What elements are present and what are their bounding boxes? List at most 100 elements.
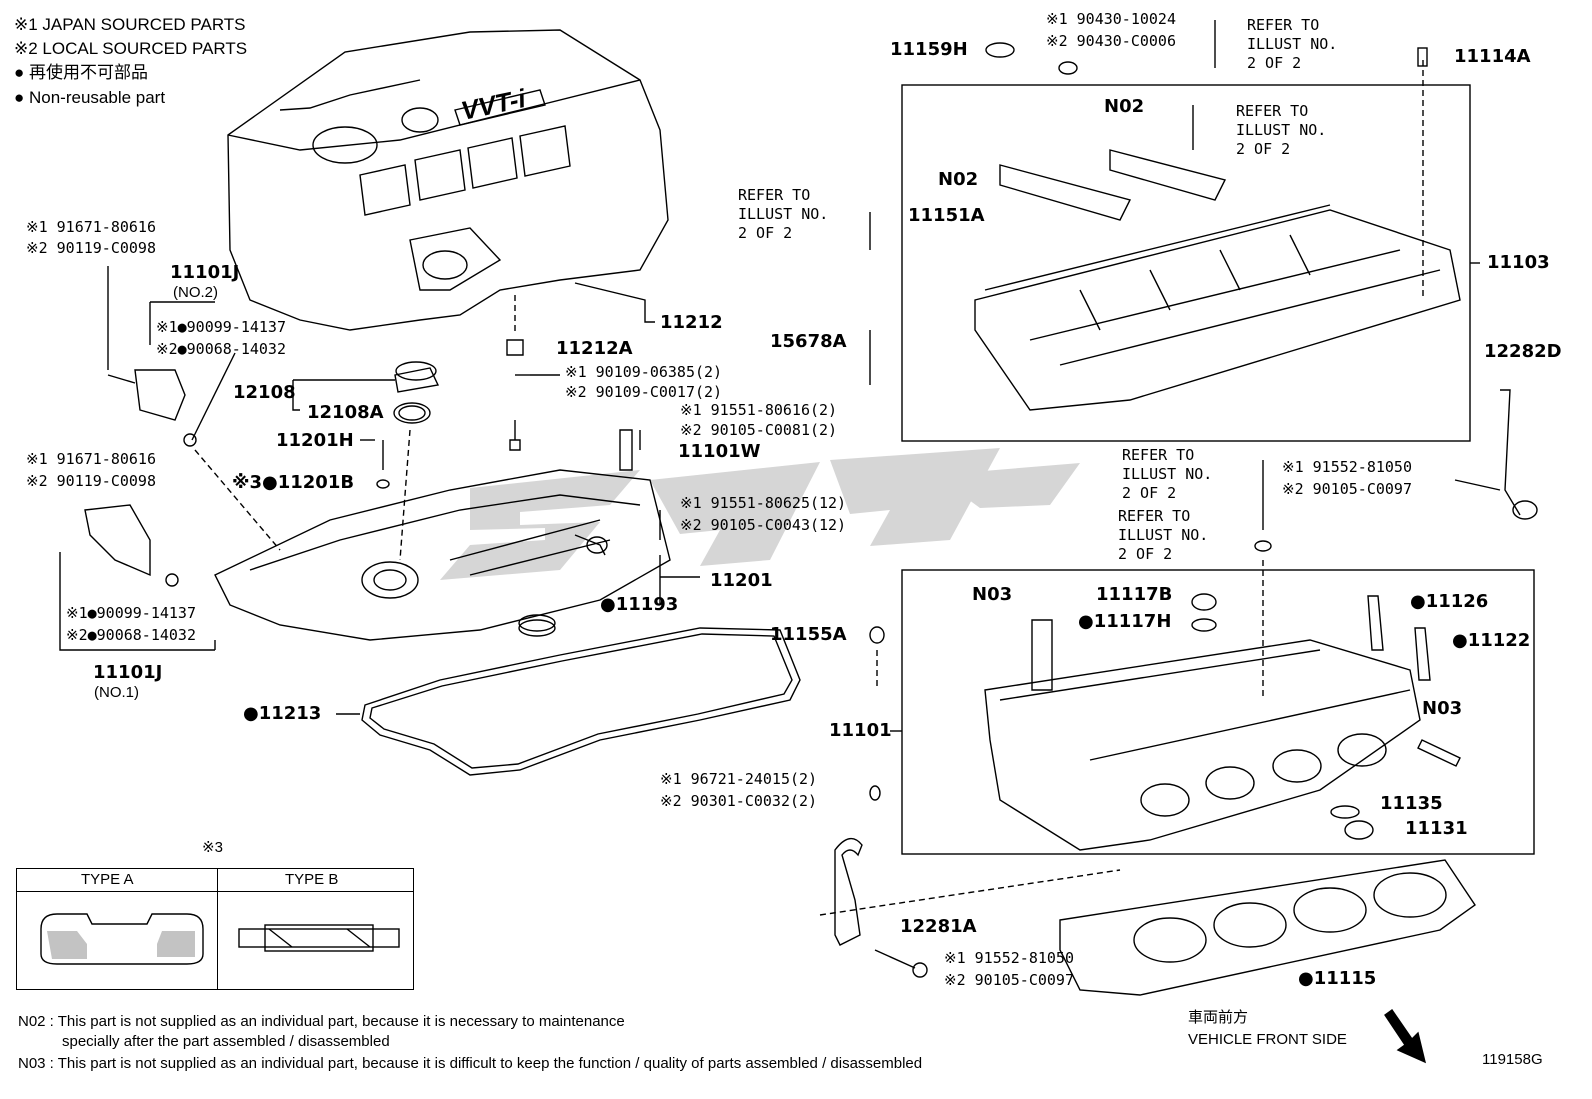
label-N02-a[interactable]: N02: [1104, 96, 1145, 117]
type-ref-mark: ※3: [202, 839, 223, 856]
bracket-12281A: [834, 837, 863, 946]
cylinder-head-11101: [984, 639, 1421, 851]
legend-local: ※2 LOCAL SOURCED PARTS: [14, 39, 248, 58]
cover-vvti-text: VVT-i: [458, 83, 529, 126]
label-11117H[interactable]: ●11117H: [1078, 611, 1172, 632]
label-11103[interactable]: 11103: [1487, 252, 1550, 273]
legend-non-reusable-jp: ● 再使用不可部品: [14, 63, 148, 82]
watermark: [440, 448, 1080, 580]
head-gasket-11115: [1059, 859, 1476, 996]
label-90105-C0097-a[interactable]: ※2 90105-C0097: [1282, 480, 1412, 498]
label-90301-C0032[interactable]: ※2 90301-C0032(2): [660, 792, 818, 810]
label-N03-a[interactable]: N03: [972, 584, 1013, 605]
label-90099-14137-b[interactable]: ※1●90099-14137: [66, 604, 196, 622]
type-box-divider: [217, 869, 218, 989]
front-arrow: [1384, 1009, 1427, 1064]
label-12108[interactable]: 12108: [233, 382, 296, 403]
label-12281A[interactable]: 12281A: [900, 916, 977, 937]
type-box-header: [17, 869, 413, 892]
label-11193[interactable]: ●11193: [600, 594, 679, 615]
label-91671-80616-b[interactable]: ※1 91671-80616: [26, 450, 156, 468]
label-90105-C0081[interactable]: ※2 90105-C0081(2): [680, 421, 838, 439]
refer-5-b: ILLUST NO.: [1118, 526, 1209, 544]
label-11101[interactable]: 11101: [829, 720, 892, 741]
refer-2-a: REFER TO: [1236, 102, 1309, 120]
label-11101J-no2[interactable]: 11101J: [170, 262, 240, 283]
label-96721-24015[interactable]: ※1 96721-24015(2): [660, 770, 818, 788]
label-11115[interactable]: ●11115: [1298, 968, 1377, 989]
refer-3-a: REFER TO: [738, 186, 811, 204]
label-11101J-no1-sub: (NO.1): [94, 684, 139, 701]
refer-5-c: 2 OF 2: [1118, 545, 1173, 563]
label-11126[interactable]: ●11126: [1410, 591, 1489, 612]
refer-3-b: ILLUST NO.: [738, 205, 829, 223]
label-90119-C0098-b[interactable]: ※2 90119-C0098: [26, 472, 156, 490]
label-12282D[interactable]: 12282D: [1484, 341, 1562, 362]
label-90099-14137-a[interactable]: ※1●90099-14137: [156, 318, 286, 336]
diagram-id: 119158G: [1482, 1051, 1543, 1068]
label-91552-81050-b[interactable]: ※1 91552-81050: [944, 949, 1074, 967]
label-90119-C0098-a[interactable]: ※2 90119-C0098: [26, 239, 156, 257]
vehicle-front-jp: 車両前方: [1188, 1009, 1249, 1026]
label-90109-06385[interactable]: ※1 90109-06385(2): [565, 363, 723, 381]
label-91551-80616[interactable]: ※1 91551-80616(2): [680, 401, 838, 419]
label-11117B[interactable]: 11117B: [1096, 584, 1173, 605]
label-90105-C0043[interactable]: ※2 90105-C0043(12): [680, 516, 847, 534]
label-11155A[interactable]: 11155A: [770, 624, 847, 645]
legend-japan: ※1 JAPAN SOURCED PARTS: [14, 15, 246, 34]
type-b-label: TYPE B: [285, 871, 339, 888]
label-11101W[interactable]: 11101W: [678, 441, 761, 462]
label-90068-14032-a[interactable]: ※2●90068-14032: [156, 340, 286, 358]
engine-cover-11212: VVT-i: [227, 29, 669, 331]
refer-2-c: 2 OF 2: [1236, 140, 1291, 158]
label-11135[interactable]: 11135: [1380, 793, 1443, 814]
vehicle-front-en: VEHICLE FRONT SIDE: [1188, 1031, 1347, 1048]
label-90109-C0017[interactable]: ※2 90109-C0017(2): [565, 383, 723, 401]
camshaft-housing-box: [901, 84, 1471, 442]
label-N03-b[interactable]: N03: [1422, 698, 1463, 719]
label-11159H[interactable]: 11159H: [890, 39, 968, 60]
label-91671-80616-a[interactable]: ※1 91671-80616: [26, 218, 156, 236]
note-n02-line2: specially after the part assembled / dis…: [62, 1033, 390, 1050]
refer-5-a: REFER TO: [1118, 507, 1191, 525]
refer-3-c: 2 OF 2: [738, 224, 793, 242]
label-11114A[interactable]: 11114A: [1454, 46, 1531, 67]
head-cover-11201: [214, 469, 671, 641]
label-90068-14032-b[interactable]: ※2●90068-14032: [66, 626, 196, 644]
label-11212A[interactable]: 11212A: [556, 338, 633, 359]
type-drawings: [40, 913, 400, 965]
type-a-label: TYPE A: [81, 871, 134, 888]
label-11201B[interactable]: ※3●11201B: [232, 472, 355, 493]
refer-1-a: REFER TO: [1247, 16, 1320, 34]
label-11131[interactable]: 11131: [1405, 818, 1468, 839]
label-91552-81050-a[interactable]: ※1 91552-81050: [1282, 458, 1412, 476]
refer-4-a: REFER TO: [1122, 446, 1195, 464]
label-90105-C0097-b[interactable]: ※2 90105-C0097: [944, 971, 1074, 989]
type-comparison-box: TYPE A TYPE B: [16, 868, 414, 990]
label-11201[interactable]: 11201: [710, 570, 773, 591]
label-91551-80625[interactable]: ※1 91551-80625(12): [680, 494, 847, 512]
camshaft-housing-11103: [974, 149, 1461, 411]
cylinder-head-box: [901, 569, 1535, 855]
label-N02-b[interactable]: N02: [938, 169, 979, 190]
label-11201H[interactable]: 11201H: [276, 430, 354, 451]
refer-2-b: ILLUST NO.: [1236, 121, 1327, 139]
label-11122[interactable]: ●11122: [1452, 630, 1531, 651]
note-n03: N03 : This part is not supplied as an in…: [18, 1055, 923, 1072]
label-15678A[interactable]: 15678A: [770, 331, 847, 352]
refer-4-b: ILLUST NO.: [1122, 465, 1213, 483]
label-90430-C0006[interactable]: ※2 90430-C0006: [1046, 32, 1176, 50]
label-11101J-no1[interactable]: 11101J: [93, 662, 163, 683]
refer-1-c: 2 OF 2: [1247, 54, 1302, 72]
label-11101J-no2-sub: (NO.2): [173, 284, 218, 301]
refer-1-b: ILLUST NO.: [1247, 35, 1338, 53]
label-11212[interactable]: 11212: [660, 312, 723, 333]
label-11213[interactable]: ●11213: [243, 703, 322, 724]
gasket-11213: [361, 627, 801, 776]
label-12108A[interactable]: 12108A: [307, 402, 384, 423]
label-90430-10024[interactable]: ※1 90430-10024: [1046, 10, 1176, 28]
legend-non-reusable: ● Non-reusable part: [14, 88, 166, 107]
label-11151A[interactable]: 11151A: [908, 205, 985, 226]
note-n02-line1: N02 : This part is not supplied as an in…: [18, 1013, 625, 1030]
